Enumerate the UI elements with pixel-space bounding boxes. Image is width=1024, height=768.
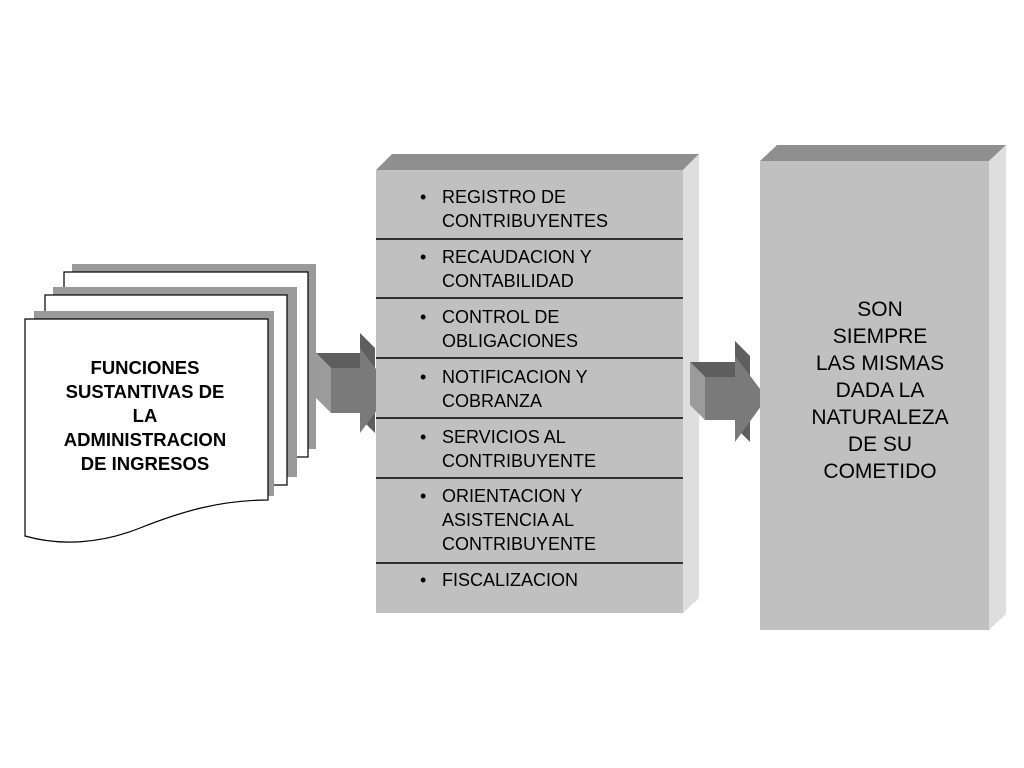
document-front [24,318,269,543]
result-text: SON SIEMPRE LAS MISMAS DADA LA NATURALEZ… [780,296,980,485]
bullet-icon: • [420,307,427,327]
arrow-1-face [331,368,361,413]
result-box [760,145,1006,630]
arrow-to-result [690,341,767,442]
function-item-line: ASISTENCIA AL [442,510,575,530]
function-item-line: CONTRIBUYENTE [442,534,597,554]
bullet-icon: • [420,367,427,387]
function-item-servicios: • SERVICIOS AL CONTRIBUYENTE [420,425,675,473]
function-item-fiscalizacion: • FISCALIZACION [420,568,675,592]
result-line: SON [857,298,903,321]
documents-title-line: ADMINISTRACION [63,429,227,450]
result-line: SIEMPRE [832,325,928,348]
result-line: DE SU [847,433,913,456]
function-item-line: OBLIGACIONES [442,331,579,351]
functions-box-top [376,154,699,170]
result-line: DADA LA [835,379,925,402]
function-item-control: • CONTROL DE OBLIGACIONES [420,305,675,353]
function-item-registro: • REGISTRO DE CONTRIBUYENTES [420,185,675,233]
arrow-2-face [705,377,736,420]
documents-title-line: LA [132,405,158,426]
bullet-icon: • [420,570,427,590]
documents-title: FUNCIONES SUSTANTIVAS DE LA ADMINISTRACI… [40,356,250,476]
function-item-line: CONTROL DE [442,307,560,327]
function-item-line: REGISTRO DE [442,187,567,207]
function-item-line: CONTABILIDAD [442,271,574,291]
bullet-icon: • [420,187,427,207]
function-item-line: ORIENTACION Y [442,486,583,506]
result-box-top [760,145,1006,161]
functions-box [376,154,699,613]
document-stack [24,264,316,543]
documents-title-line: SUSTANTIVAS DE [65,381,225,402]
bullet-icon: • [420,486,427,506]
function-item-line: CONTRIBUYENTES [442,211,609,231]
function-item-line: SERVICIOS AL [442,427,566,447]
function-item-recaudacion: • RECAUDACION Y CONTABILIDAD [420,245,675,293]
function-item-notificacion: • NOTIFICACION Y COBRANZA [420,365,675,413]
result-line: COMETIDO [823,460,937,483]
result-line: LAS MISMAS [815,352,945,375]
result-line: NATURALEZA [811,406,949,429]
function-item-line: FISCALIZACION [442,570,579,590]
function-item-orientacion: • ORIENTACION Y ASISTENCIA AL CONTRIBUYE… [420,484,675,556]
result-box-face [760,161,989,630]
arrow-1-body [316,353,331,413]
bullet-icon: • [420,427,427,447]
function-item-line: CONTRIBUYENTE [442,451,597,471]
function-item-line: RECAUDACION Y [442,247,592,267]
function-item-line: COBRANZA [442,391,543,411]
documents-title-line: FUNCIONES [90,357,200,378]
result-box-side [989,145,1006,630]
functions-box-face [376,170,683,613]
arrow-2-head [735,356,767,442]
documents-title-line: DE INGRESOS [80,453,210,474]
arrow-2-body [690,362,705,420]
bullet-icon: • [420,247,427,267]
function-item-line: NOTIFICACION Y [442,367,588,387]
